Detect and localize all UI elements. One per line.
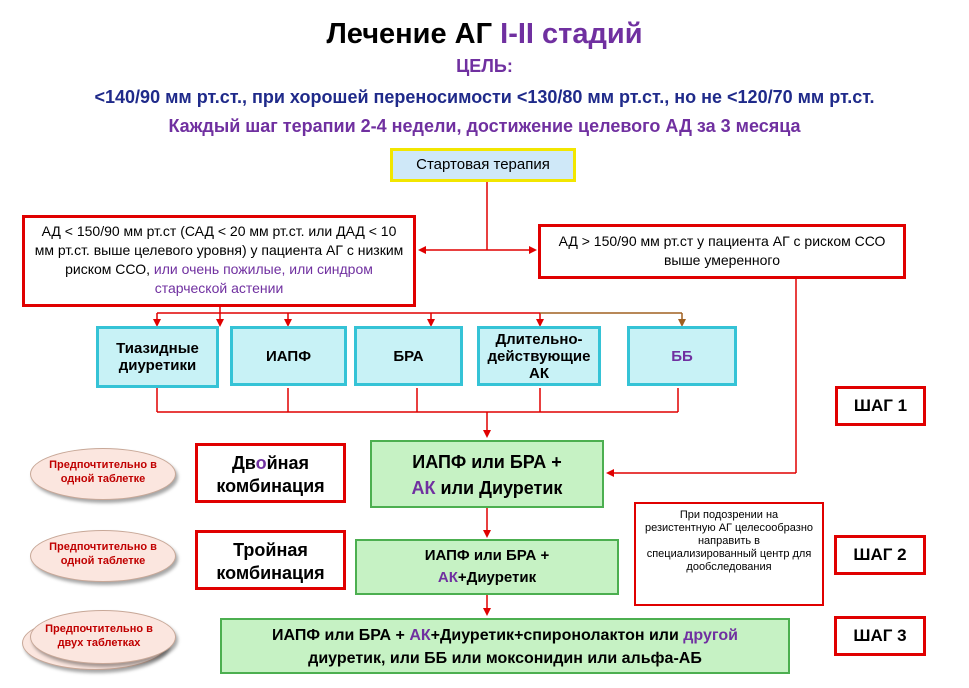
step3-drugs-part2: +Диуретик+спиронолактон или — [430, 627, 684, 644]
condition-low-risk-box: АД < 150/90 мм рт.ст (САД < 20 мм рт.ст.… — [22, 215, 416, 307]
title-main: Лечение АГ — [326, 18, 501, 50]
drug-bb-box: ББ — [627, 326, 737, 386]
oval-one-tablet-2-text: Предпочтительно в одной таблетке — [49, 541, 157, 567]
oval-one-tablet-1-text: Предпочтительно в одной таблетке — [49, 459, 157, 485]
triple-combination-label: Тройная комбинация — [195, 530, 346, 590]
drug-thiazide-box: Тиазидные диуретики — [96, 326, 219, 388]
drug-ak-box: Длительно-действующие АК — [477, 326, 601, 386]
double-drugs-line1: ИАПФ или БРА + — [412, 452, 562, 472]
title-accent: I-II стадий — [500, 18, 643, 50]
step-1-label: ШАГ 1 — [835, 386, 926, 426]
condition-elderly-text: или очень пожилые, или синдром старческо… — [150, 261, 373, 296]
goal-label: ЦЕЛЬ: — [456, 56, 513, 76]
start-therapy-box: Стартовая терапия — [390, 148, 576, 182]
drug-bra-box: БРА — [354, 326, 463, 386]
step-3-label: ШАГ 3 — [834, 616, 926, 656]
resistant-hypertension-note: При подозрении на резистентную АГ целесо… — [634, 502, 824, 606]
step3-drugs-part3: диуретик, или ББ или моксонидин или альф… — [308, 650, 702, 667]
triple-combination-text: Тройная комбинация — [216, 540, 325, 583]
condition-low-risk-text: АД < 150/90 мм рт.ст (САД < 20 мм рт.ст.… — [34, 223, 404, 277]
triple-drugs-rest: +Диуретик — [457, 569, 537, 586]
step-duration-text: Каждый шаг терапии 2-4 недели, достижени… — [168, 116, 801, 136]
drug-iapf-box: ИАПФ — [230, 326, 347, 386]
double-drugs-rest: или Диуретик — [435, 478, 563, 498]
triple-drugs-ak: АК — [437, 569, 458, 586]
step3-drugs-ak: АК — [409, 627, 431, 644]
oval-two-tablets-text: Предпочтительно в двух таблетках — [45, 623, 153, 649]
double-combination-accent: о — [255, 453, 267, 473]
step3-drugs-other: другой — [683, 627, 738, 644]
triple-combination-drugs-box: ИАПФ или БРА + АК+Диуретик — [355, 539, 619, 595]
step-2-label: ШАГ 2 — [834, 535, 926, 575]
triple-drugs-line1: ИАПФ или БРА + — [424, 547, 550, 564]
double-combination-text-2: йная комбинация — [216, 453, 325, 496]
oval-one-tablet-2 — [30, 530, 176, 582]
double-combination-label: Двойная комбинация — [195, 443, 346, 503]
step3-drugs-part1: ИАПФ или БРА + — [272, 627, 410, 644]
double-drugs-line2: АК или Диуретик — [372, 475, 602, 501]
double-drugs-ak: АК — [411, 478, 436, 498]
triple-drugs-line2: АК+Диуретик — [357, 567, 617, 589]
oval-one-tablet-1 — [30, 448, 176, 500]
condition-high-risk-box: АД > 150/90 мм рт.ст у пациента АГ с рис… — [538, 224, 906, 279]
double-combination-text-1: Дв — [231, 453, 256, 473]
double-combination-drugs-box: ИАПФ или БРА + АК или Диуретик — [370, 440, 604, 508]
oval-two-tablets — [30, 610, 176, 664]
goal-text: <140/90 мм рт.ст., при хорошей переносим… — [94, 87, 875, 107]
step3-drugs-box: ИАПФ или БРА + АК+Диуретик+спиронолактон… — [220, 618, 790, 674]
page-title: Лечение АГ I-II стадий — [0, 18, 969, 51]
